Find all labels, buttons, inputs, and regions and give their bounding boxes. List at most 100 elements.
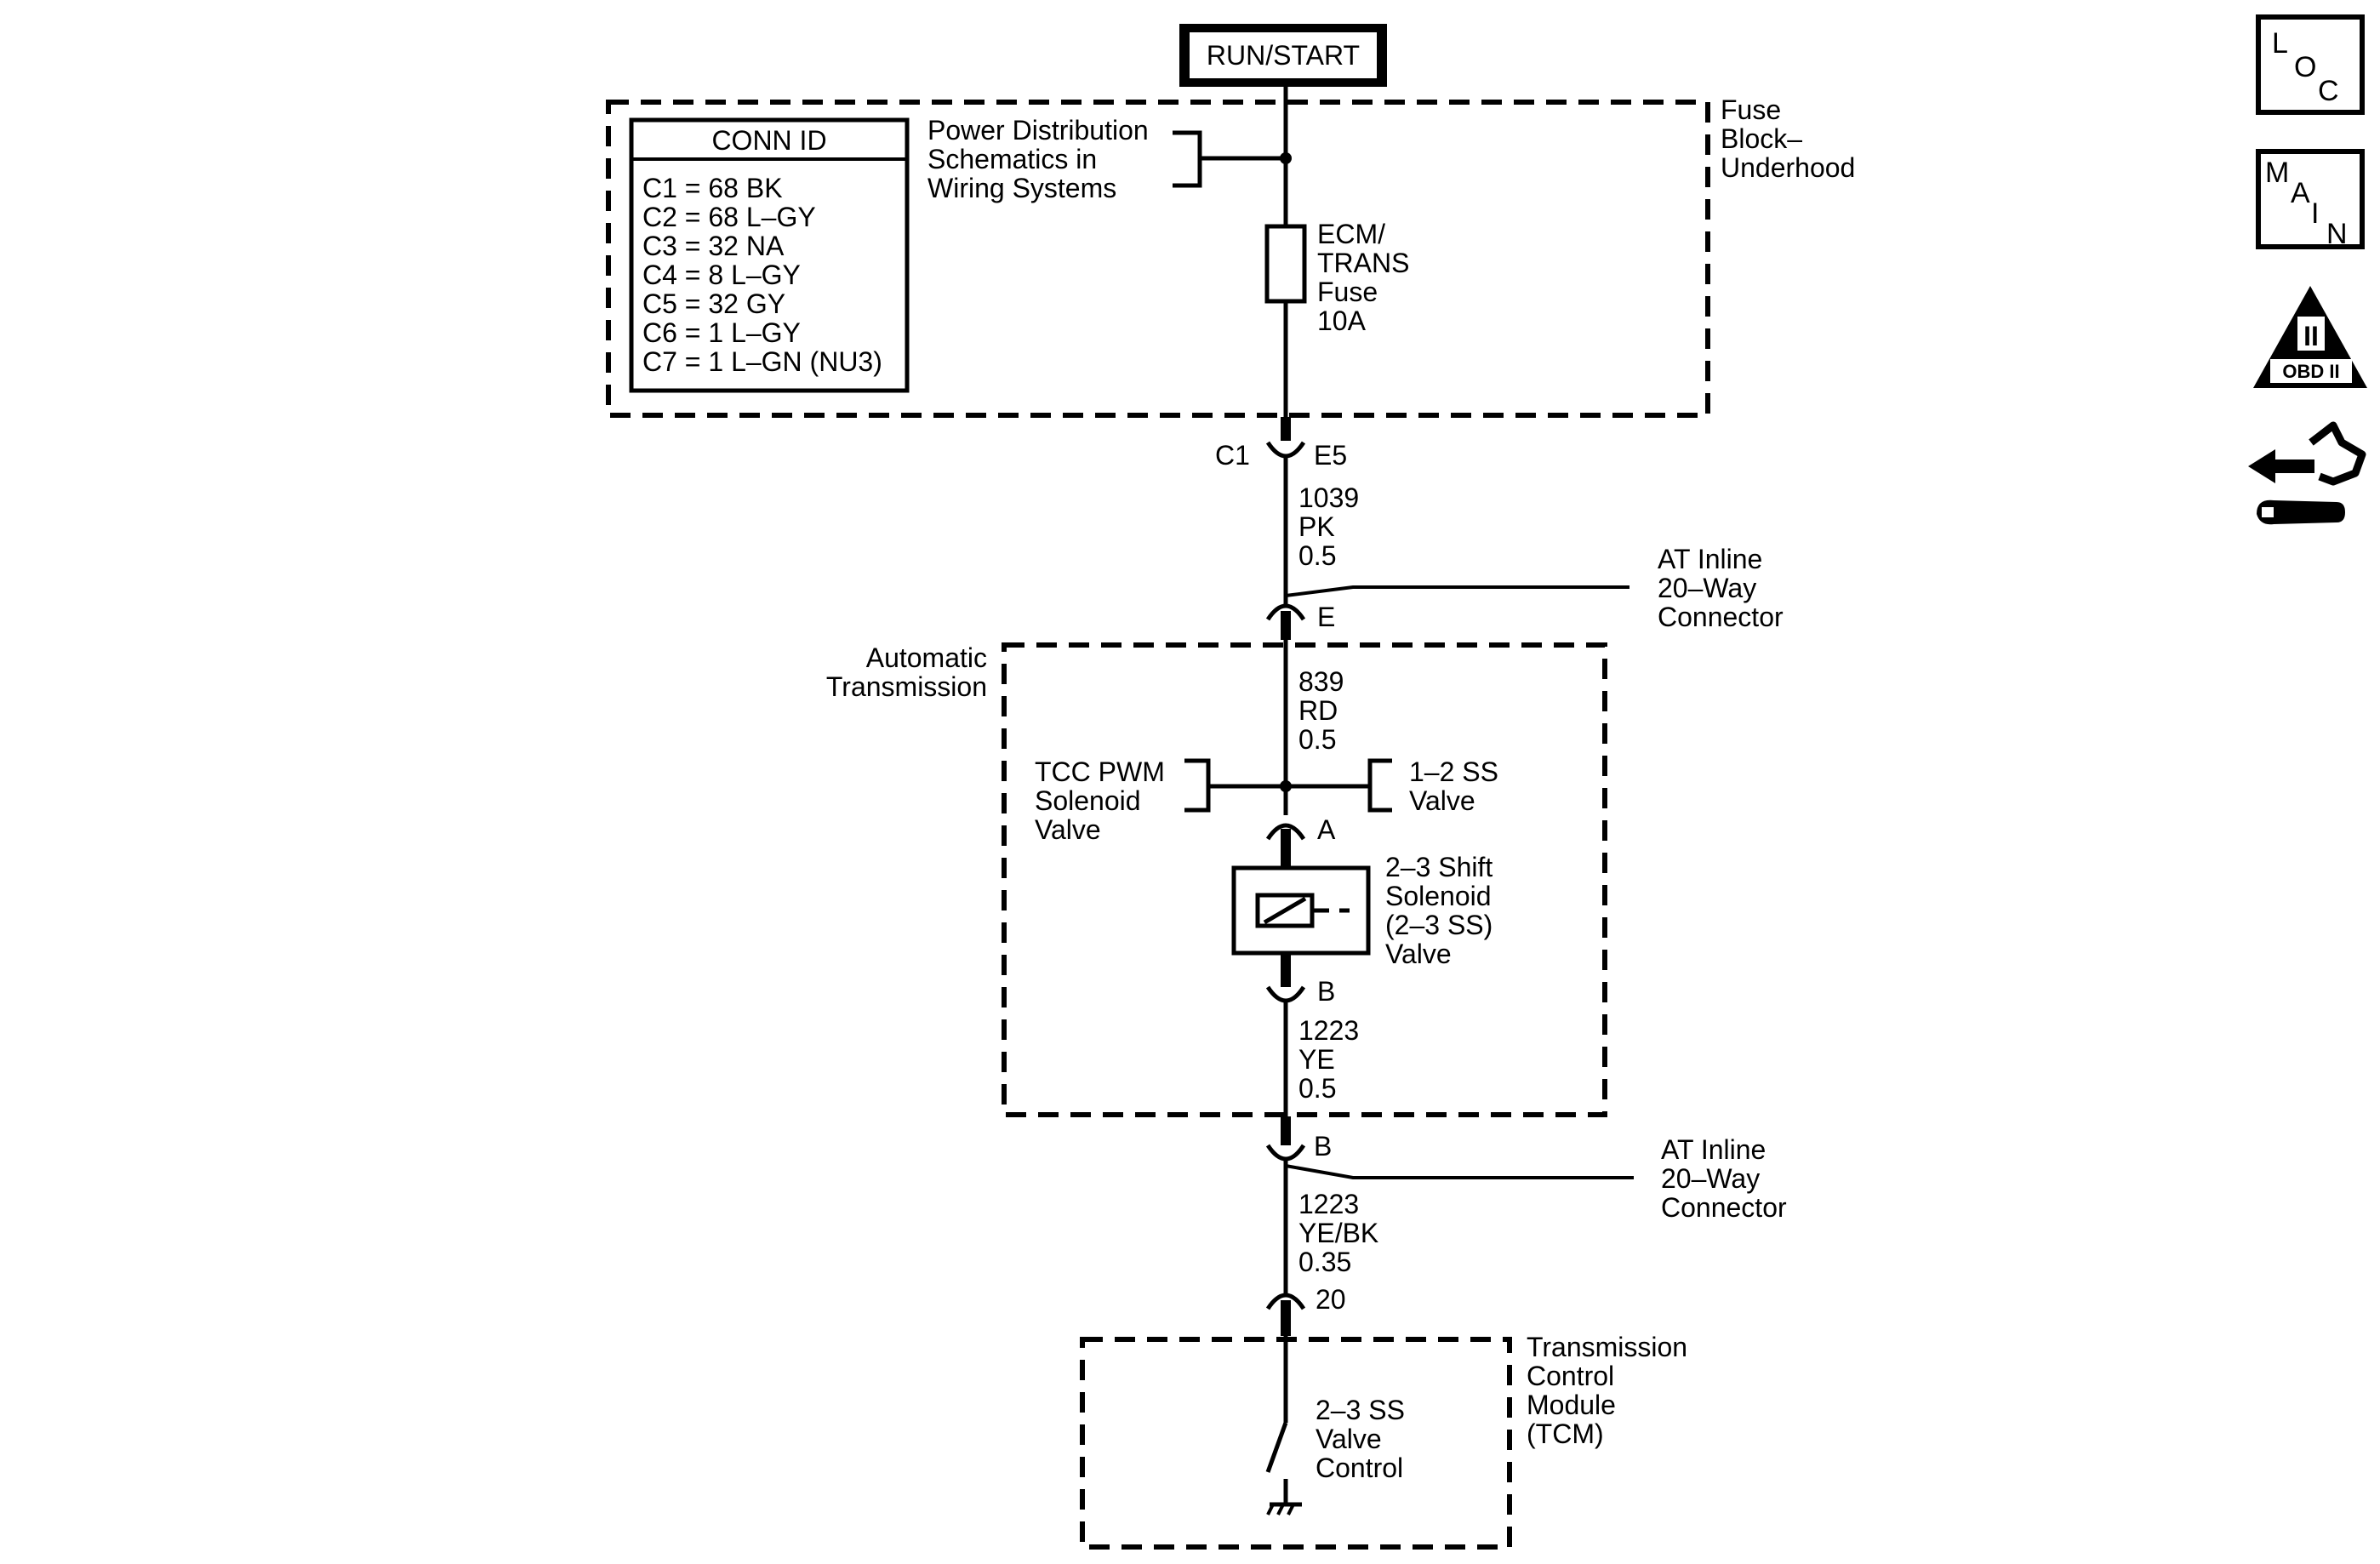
tcm-control-2: Valve — [1316, 1424, 1382, 1454]
tcm-boundary — [1080, 1337, 1512, 1550]
power-ref-text-3: Wiring Systems — [927, 173, 1116, 203]
wire-1223-yebk-color: YE/BK — [1298, 1218, 1378, 1248]
wire-1223-ye-circuit: 1223 — [1298, 1015, 1359, 1046]
main-icon-letter: N — [2326, 218, 2348, 250]
connector-c1-label: C1 — [1215, 440, 1250, 471]
wire-1223-yebk-gauge: 0.35 — [1298, 1247, 1351, 1277]
obd-ii-icon[interactable]: II OBD II — [2253, 286, 2367, 388]
run-start-inner — [1190, 32, 1377, 78]
inline-1-name-1: AT Inline — [1658, 544, 1762, 574]
tcm-switch — [1265, 1422, 1288, 1473]
tcm-name-1: Transmission — [1527, 1332, 1687, 1362]
tcm-control-3: Control — [1316, 1453, 1403, 1483]
fuse-label-1: ECM/ — [1317, 219, 1385, 249]
fuse-block-boundary — [606, 100, 1710, 418]
conn-id-table — [629, 117, 910, 393]
solenoid-pin-b — [1265, 985, 1306, 1003]
main-icon-letter: A — [2291, 177, 2310, 209]
wire-1039-color: PK — [1298, 511, 1335, 542]
loc-icon-letter: C — [2318, 75, 2339, 107]
power-ref-text-1: Power Distribution — [927, 115, 1149, 146]
loc-icon-letter: L — [2272, 27, 2288, 60]
ground-hatch — [1266, 1504, 1275, 1515]
tcc-label-3: Valve — [1035, 814, 1101, 845]
tcm-pin-label: 20 — [1316, 1284, 1346, 1315]
loc-icon[interactable]: L O C — [2256, 14, 2365, 115]
inline-1-leader — [1285, 585, 1629, 597]
conn-id-row: C3 = 32 NA — [642, 231, 785, 261]
solenoid-coil-slash — [1263, 896, 1307, 925]
tcm-name-4: (TCM) — [1527, 1418, 1604, 1449]
solenoid-pin-b-label: B — [1317, 976, 1335, 1007]
tcm-control-1: 2–3 SS — [1316, 1395, 1405, 1425]
wire-1223-yebk-circuit: 1223 — [1298, 1189, 1359, 1219]
power-ref-text-2: Schematics in — [927, 144, 1097, 174]
conn-id-row: C4 = 8 L–GY — [642, 260, 801, 290]
conn-id-row: C6 = 1 L–GY — [642, 317, 801, 348]
fuse-label-2: TRANS — [1317, 248, 1409, 278]
obd-label: OBD II — [2282, 361, 2339, 382]
conn-id-row: C2 = 68 L–GY — [642, 202, 816, 232]
inline-1-name-3: Connector — [1658, 602, 1784, 632]
main-icon-letter: M — [2265, 157, 2289, 189]
tcm-pin-20 — [1265, 1293, 1306, 1310]
splice-dot — [1280, 152, 1292, 164]
main-icon[interactable]: M A I N — [2256, 149, 2365, 250]
transmission-boundary — [1002, 642, 1607, 1117]
solenoid-pin-a-label: A — [1317, 814, 1336, 845]
obd-numeral: II — [2303, 321, 2319, 351]
tcc-label-1: TCC PWM — [1035, 756, 1165, 787]
fuse-block-name-1: Fuse — [1721, 94, 1781, 125]
conn-id-row: C7 = 1 L–GN (NU3) — [642, 346, 882, 377]
fuse-label-3: Fuse — [1317, 277, 1378, 307]
wire-839-color: RD — [1298, 695, 1338, 726]
tcc-label-2: Solenoid — [1035, 785, 1141, 816]
inline-connector-b — [1265, 1144, 1306, 1162]
tcc-bracket — [1184, 758, 1211, 813]
loc-icon-letter: O — [2294, 51, 2316, 83]
conn-id-row: C1 = 68 BK — [642, 173, 783, 203]
inline-1-name-2: 20–Way — [1658, 573, 1756, 603]
solenoid-label-3: (2–3 SS) — [1385, 910, 1492, 940]
fuse-block-name-3: Underhood — [1721, 152, 1855, 183]
wire-1223-ye-gauge: 0.5 — [1298, 1073, 1336, 1104]
wire-839-gauge: 0.5 — [1298, 724, 1336, 755]
wire-1039-circuit: 1039 — [1298, 482, 1359, 513]
ss12-label-2: Valve — [1409, 785, 1475, 816]
conn-id-row: C5 = 32 GY — [642, 288, 785, 319]
ground-hatch — [1287, 1504, 1295, 1515]
inline-1-pin: E — [1317, 602, 1335, 632]
fuse-symbol — [1264, 224, 1307, 304]
tcm-name-2: Control — [1527, 1361, 1614, 1391]
inline-2-name-1: AT Inline — [1661, 1134, 1766, 1165]
transmission-name-1: Automatic — [866, 642, 987, 673]
fuse-label-4: 10A — [1317, 305, 1367, 336]
inline-2-name-3: Connector — [1661, 1192, 1787, 1223]
inline-2-name-2: 20–Way — [1661, 1163, 1760, 1194]
solenoid-label-1: 2–3 Shift — [1385, 852, 1492, 882]
solenoid-label-2: Solenoid — [1385, 881, 1492, 911]
main-icon-letter: I — [2311, 197, 2319, 230]
fuse-block-name-2: Block– — [1721, 123, 1802, 154]
conn-id-title: CONN ID — [711, 125, 826, 156]
connector-e5-label: E5 — [1314, 440, 1347, 471]
solenoid-label-4: Valve — [1385, 939, 1452, 969]
inline-2-leader — [1285, 1164, 1634, 1179]
inline-connector-e — [1265, 603, 1306, 621]
wire-1039-gauge: 0.5 — [1298, 540, 1336, 571]
inline-2-pin: B — [1314, 1131, 1332, 1162]
ground-hatch — [1276, 1504, 1285, 1515]
splice-dot — [1280, 780, 1292, 792]
ss12-label-1: 1–2 SS — [1409, 756, 1498, 787]
wire-1223-ye-color: YE — [1298, 1044, 1335, 1075]
connector-c1-e5 — [1265, 441, 1306, 459]
tcm-name-3: Module — [1527, 1390, 1616, 1420]
solenoid-pin-a — [1265, 823, 1306, 841]
ss12-bracket — [1367, 758, 1392, 813]
run-start-label: RUN/START — [1207, 40, 1360, 71]
power-ref-bracket — [1173, 130, 1202, 188]
wire-839-circuit: 839 — [1298, 666, 1344, 697]
component-view-icon[interactable] — [2248, 421, 2366, 525]
transmission-name-2: Transmission — [826, 671, 987, 702]
